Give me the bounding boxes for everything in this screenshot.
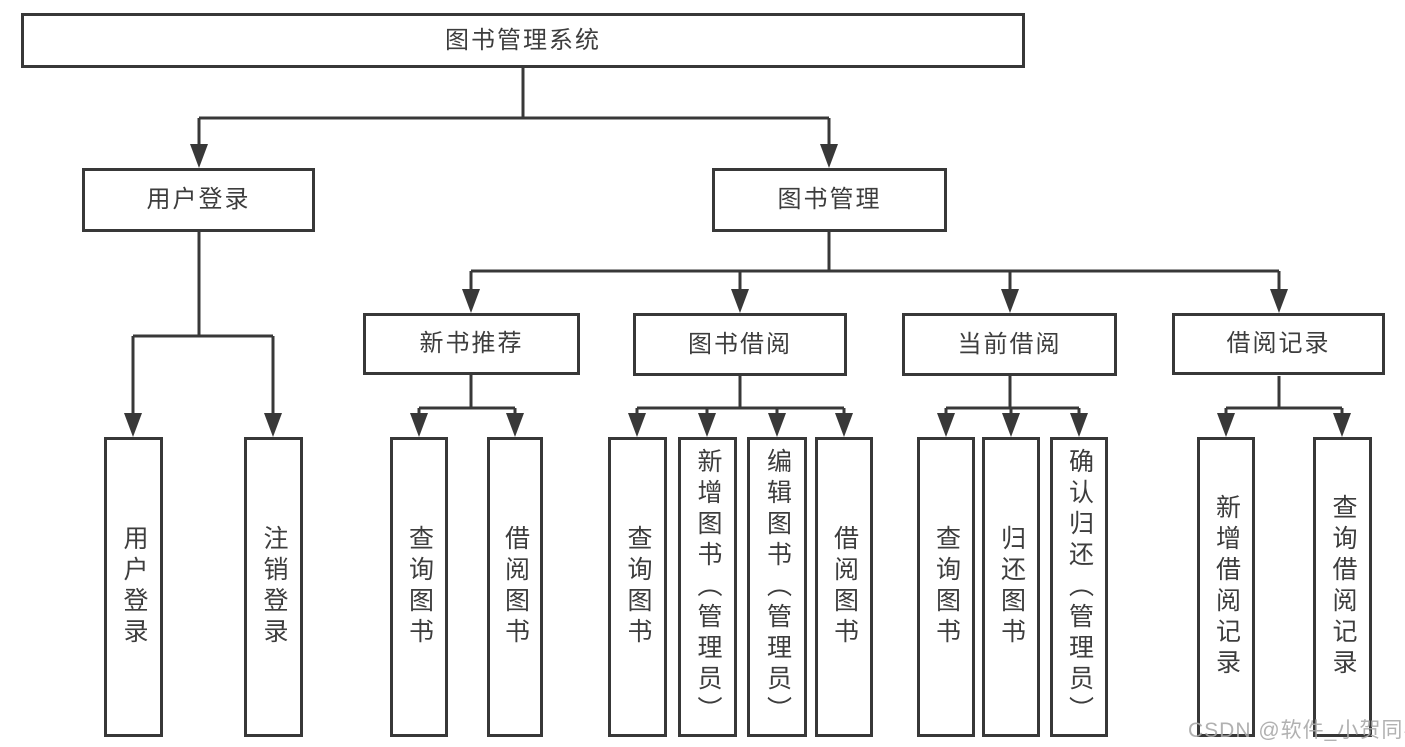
node-current-borrowing: 当前借阅	[902, 313, 1117, 376]
leaf-borrow-books-recommend: 借阅图书	[487, 437, 543, 737]
node-book-borrowing: 图书借阅	[633, 313, 847, 376]
csdn-watermark: CSDN @软件_小贺同学	[1188, 719, 1405, 742]
leaf-borrow-books: 借阅图书	[815, 437, 873, 737]
leaf-confirm-return-admin: 确认归还（管理员）	[1050, 437, 1108, 737]
node-user-login: 用户登录	[82, 168, 315, 232]
leaf-query-borrow-record: 查询借阅记录	[1313, 437, 1372, 737]
leaf-user-login: 用户登录	[104, 437, 163, 737]
leaf-query-books-recommend: 查询图书	[390, 437, 448, 737]
leaf-edit-books-admin: 编辑图书（管理员）	[747, 437, 807, 737]
leaf-query-books-borrow: 查询图书	[608, 437, 667, 737]
leaf-query-books-current: 查询图书	[917, 437, 975, 737]
leaf-logout: 注销登录	[244, 437, 303, 737]
node-new-book-recommend: 新书推荐	[363, 313, 580, 375]
node-root-system: 图书管理系统	[21, 13, 1025, 68]
arrowhead-icons	[124, 144, 1351, 437]
leaf-add-books-admin: 新增图书（管理员）	[678, 437, 737, 737]
node-borrow-records: 借阅记录	[1172, 313, 1385, 375]
leaf-return-books: 归还图书	[982, 437, 1040, 737]
node-book-management: 图书管理	[712, 168, 947, 232]
leaf-add-borrow-record: 新增借阅记录	[1197, 437, 1255, 737]
